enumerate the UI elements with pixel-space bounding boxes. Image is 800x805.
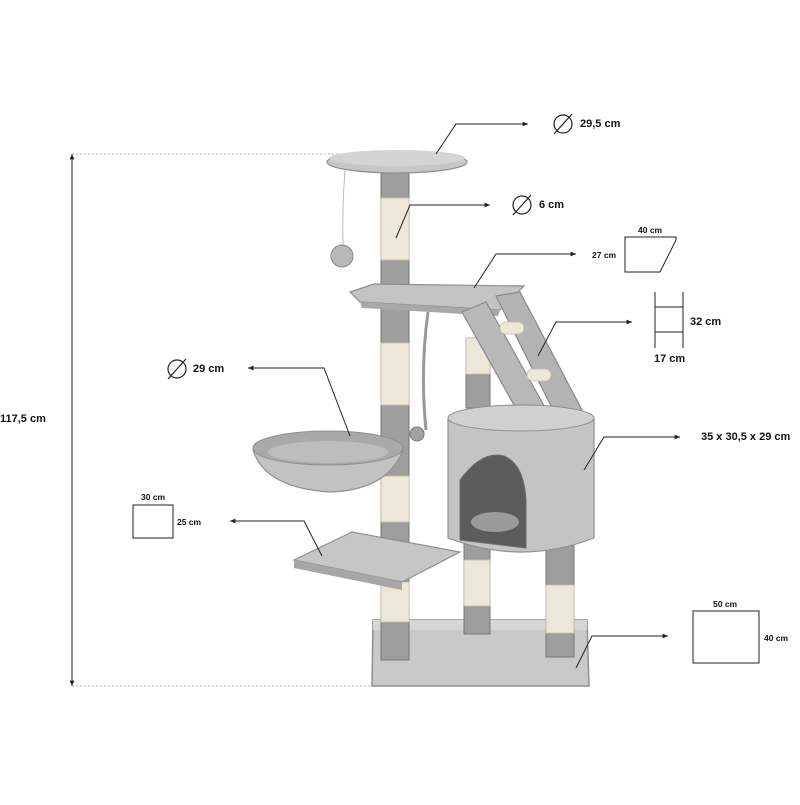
top-platform — [326, 150, 468, 174]
lower-platform-depth-label: 25 cm — [177, 517, 202, 527]
callout-lower-platform — [230, 518, 323, 557]
ladder — [461, 291, 583, 431]
callout-top-platform — [435, 121, 528, 155]
hanging-ball-toy — [330, 169, 354, 268]
lower-platform-width-label: 30 cm — [141, 492, 166, 502]
ladder-width-label: 17 cm — [654, 353, 686, 365]
callout-lines — [230, 121, 680, 669]
post-diameter-label: 6 cm — [539, 199, 565, 211]
diameter-icon — [512, 194, 532, 216]
hammock-diameter-label: 29 cm — [193, 363, 225, 375]
callout-ladder — [537, 319, 632, 357]
base-width-label: 50 cm — [713, 599, 738, 609]
upper-platform-depth-label: 27 cm — [592, 250, 617, 260]
callout-base — [575, 633, 668, 669]
right-post — [545, 544, 575, 658]
upper-platform-shape-icon — [624, 236, 677, 273]
hanging-rope-toy — [409, 311, 430, 442]
cat-house — [447, 404, 595, 553]
diameter-icon — [167, 358, 187, 380]
upper-platform-width-label: 40 cm — [638, 225, 663, 235]
callout-house — [583, 434, 680, 471]
callout-hammock — [248, 365, 351, 437]
callout-upper-platform — [473, 251, 576, 289]
base-depth-label: 40 cm — [764, 633, 789, 643]
house-size-label: 35 x 30,5 x 29 cm — [701, 431, 791, 443]
lower-platform-shape-icon — [132, 504, 174, 539]
total-height-label: 117,5 cm — [0, 413, 46, 425]
lower-platform — [292, 531, 462, 590]
ladder-height-label: 32 cm — [690, 316, 722, 328]
base-shape-icon — [692, 610, 760, 664]
hammock — [252, 430, 405, 493]
cat-tree — [252, 150, 595, 687]
callout-post — [395, 202, 490, 239]
top-platform-diameter-label: 29,5 cm — [580, 118, 621, 130]
ladder-shape-icon — [654, 292, 684, 348]
height-dimension — [69, 153, 400, 687]
diameter-icon — [553, 113, 573, 135]
